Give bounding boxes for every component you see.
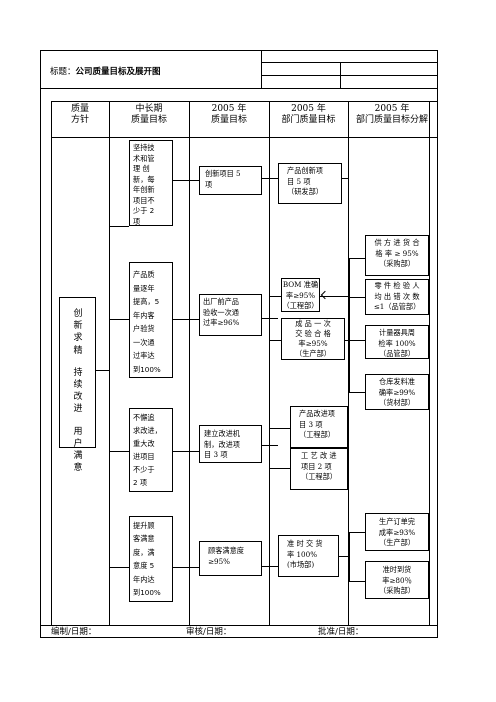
dept-goal-process-improvement: 工 艺 改 进项目 2 项（工程部） (290, 448, 348, 490)
title-text: 公司质量目标及展开图 (75, 67, 161, 77)
form-title: 标题：公司质量目标及展开图 (50, 66, 161, 78)
title-label: 标题： (50, 67, 76, 77)
year-goal-improvement: 建立改进机制，改进项目 3 项 (199, 425, 262, 463)
split-on-time-arrival: 准时到货率≥80％（采购部） (365, 561, 429, 599)
dept-goal-first-pass-yield: 成 品 一 次交 验 合 格率≥95%（生产部） (281, 318, 345, 360)
dept-goal-on-time-delivery: 准 时 交 货率 100%(市场部) (278, 535, 339, 577)
split-order-completion: 生产订单完成率≥93%（生产部） (365, 513, 429, 551)
dept-goal-product-innovation: 产品创新项目 5 项（研发部） (278, 163, 342, 204)
header-dept-split: 2005 年部门质量目标分解 (355, 104, 428, 125)
header-year-goal: 2005 年质量目标 (210, 104, 247, 125)
header-dept-goal: 2005 年部门质量目标 (281, 104, 336, 125)
connector-chevron-icon (320, 290, 330, 300)
dept-goal-bom-accuracy: BOM 准确率≥95%（工程部） (281, 278, 320, 312)
compiled-by-date: 编制/日期： (51, 627, 97, 637)
approved-by-date: 批准/日期： (318, 627, 364, 637)
split-calibration-rate: 计量器具周检率 100%（品管部） (365, 325, 429, 359)
header-policy: 质量方针 (70, 104, 89, 125)
dept-goal-product-improvement: 产品改进项目 3 项（工程部） (290, 406, 348, 448)
split-inspection-errors: 零 件 检 验 人均 出 错 次 数≤1（品管部） (365, 279, 429, 315)
year-goal-acceptance-rate: 出厂前产品验收一次通过率≥96% (199, 294, 262, 336)
split-warehouse-accuracy: 仓库发料准确率≥99%（货材部） (365, 374, 429, 410)
header-mid-term: 中长期质量目标 (130, 104, 167, 125)
reviewed-by-date: 审核/日期： (186, 627, 232, 637)
policy-text: 创新求精持续改进用户满意 (73, 309, 83, 474)
split-supplier-quality: 供 方 进 货 合格 率 ≥ 95%（采购部） (365, 235, 429, 276)
year-goal-satisfaction: 顾客满意度≥95% (199, 541, 262, 576)
quality-policy-box: 创新求精持续改进用户满意 (59, 297, 96, 473)
